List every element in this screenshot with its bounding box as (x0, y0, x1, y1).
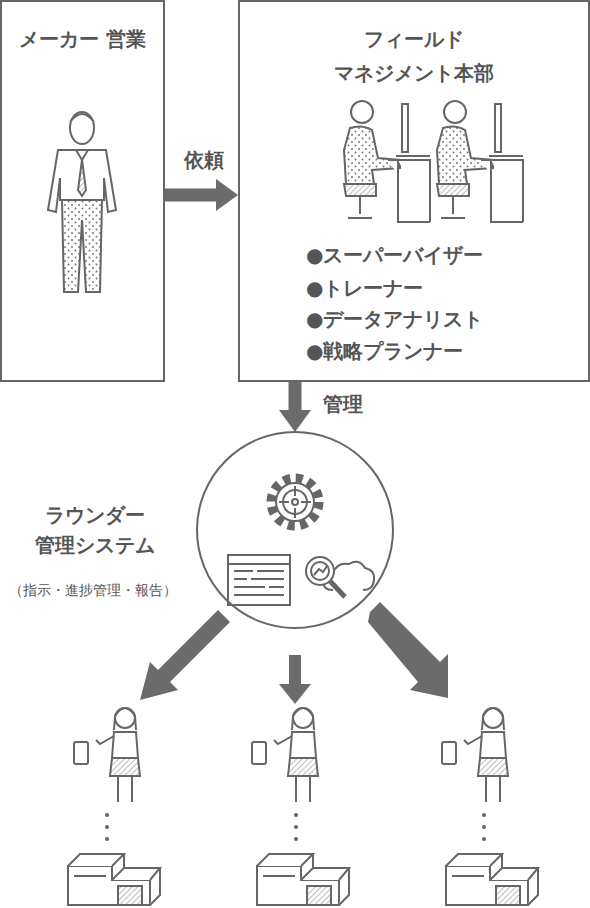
ellipsis-dots (105, 813, 486, 841)
circle-outline (195, 430, 395, 630)
salesman-figure (48, 112, 116, 292)
flow-arrow (165, 179, 238, 211)
system-circle: ラウンダー 管理システム（指示・進捗管理・報告） (195, 430, 395, 630)
edge-label: 依頼 (184, 147, 224, 174)
node-title: フィールド マネジメント本部 (310, 22, 518, 90)
flow-arrow (279, 382, 311, 432)
node-text: ●戦略プランナー (306, 336, 576, 366)
node-text: ●データアナリスト (306, 304, 576, 334)
node-text: ●スーパーバイザー (306, 240, 576, 270)
node-text: ●トレーナー (306, 273, 576, 303)
rounder-figures (74, 708, 508, 802)
org-box: メーカー 営業 (0, 0, 165, 382)
node-title: ラウンダー 管理システム (10, 500, 180, 560)
edge-label: 管理 (323, 391, 363, 418)
node-title: メーカー 営業 (12, 22, 153, 56)
store-buildings (68, 854, 538, 905)
node-text: （指示・進捗管理・報告） (0, 580, 191, 600)
office-workers (344, 101, 523, 222)
org-box: フィールド マネジメント本部 ●スーパーバイザー●トレーナー●データアナリスト●戦… (238, 0, 590, 382)
